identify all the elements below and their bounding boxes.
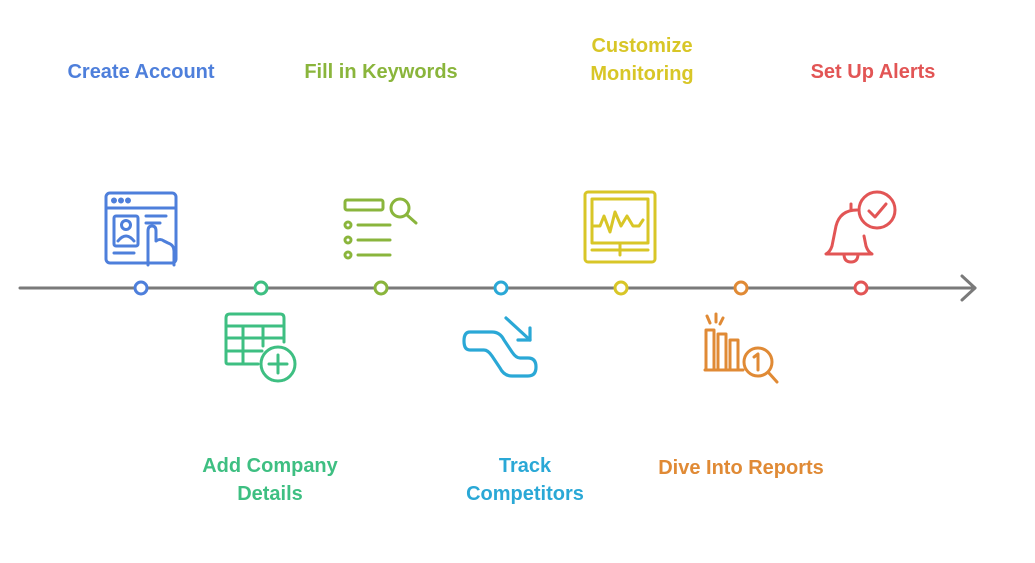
step-marker-3 xyxy=(373,280,389,296)
step-label-fill-in-keywords: Fill in Keywords xyxy=(304,58,457,86)
bar-chart-magnifier-icon xyxy=(703,312,779,384)
bell-check-icon xyxy=(824,190,897,264)
step-label-line: Track xyxy=(498,455,552,477)
step-label-line: Dive Into Reports xyxy=(658,457,824,479)
step-marker-5 xyxy=(613,280,629,296)
step-label-dive-into-reports: Dive Into Reports xyxy=(658,454,824,482)
step-marker-2 xyxy=(253,280,269,296)
step-label-line: Fill in Keywords xyxy=(304,61,458,83)
list-search-icon xyxy=(343,197,418,260)
escalator-icon xyxy=(462,316,538,378)
step-label-customize-monitoring: Customize Monitoring xyxy=(590,32,693,88)
step-label-line: Customize xyxy=(591,35,693,57)
step-label-line: Add Company xyxy=(202,455,338,477)
step-label-line: Create Account xyxy=(67,61,215,83)
step-label-track-competitors: Track Competitors xyxy=(466,452,584,508)
step-label-create-account: Create Account xyxy=(67,58,214,86)
step-label-line: Set Up Alerts xyxy=(810,61,936,83)
step-label-line: Details xyxy=(237,483,303,505)
step-marker-4 xyxy=(493,280,509,296)
step-label-line: Competitors xyxy=(466,483,584,505)
timeline-arrowhead xyxy=(960,274,977,302)
step-marker-6 xyxy=(733,280,749,296)
step-marker-1 xyxy=(133,280,149,296)
table-plus-icon xyxy=(224,312,297,383)
step-label-line: Monitoring xyxy=(590,63,694,85)
step-label-add-company-details: Add Company Details xyxy=(202,452,338,508)
step-label-set-up-alerts: Set Up Alerts xyxy=(811,58,936,86)
step-marker-7 xyxy=(853,280,869,296)
browser-hand-icon xyxy=(104,191,178,267)
monitor-waveform-icon xyxy=(583,190,657,264)
